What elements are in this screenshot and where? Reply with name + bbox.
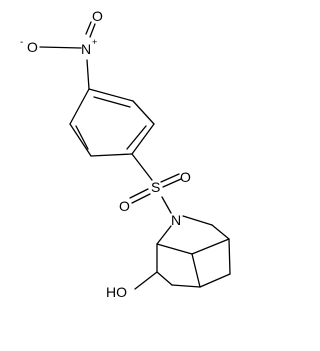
cage-bond-ch-right-down	[228, 238, 231, 275]
cage-bond-ch2-ch	[211, 224, 230, 240]
bond-group	[39, 21, 231, 290]
cage-bridge-2	[191, 238, 230, 255]
bond-c-oh	[134, 271, 158, 290]
ring-n-label: N	[171, 212, 181, 228]
atom-label-group: O N + - O S O O N HO	[20, 8, 191, 300]
bond-no-top	[89, 23, 96, 38]
ring-bond-1	[88, 88, 134, 102]
molecule-drawing: O N + - O S O O N HO	[20, 8, 231, 300]
ring-double-1	[93, 96, 131, 108]
bond-s-o-right	[160, 173, 180, 183]
cage-bond-choh-bottom	[156, 271, 173, 286]
hydroxyl-label: HO	[106, 284, 127, 300]
sulfur-label: S	[151, 179, 160, 195]
cage-bond-bottom-mid	[171, 284, 201, 288]
bond-no-left	[39, 46, 82, 49]
bond-no-top-double	[85, 21, 92, 35]
ring-bond-4	[90, 153, 133, 157]
ring-double-3	[75, 125, 89, 150]
ring-double-2	[126, 125, 147, 150]
nitro-n-label: N	[81, 41, 91, 57]
nitro-o-top-label: O	[92, 8, 103, 24]
ring-bond-5	[69, 123, 92, 157]
cage-bond-n-ch2	[182, 215, 213, 226]
sulfonyl-o-left-label: O	[119, 198, 130, 214]
cage-bond-n-ch	[156, 225, 172, 245]
structure-canvas: O N + - O S O O N HO	[20, 8, 231, 300]
cage-bridge-1	[156, 243, 193, 255]
nitro-o-left-label: O	[27, 39, 38, 55]
cage-bridge-3	[191, 253, 201, 288]
cage-bond-right-bottom	[199, 273, 231, 288]
bond-s-o-right-double	[162, 178, 182, 188]
ring-bond-2	[132, 100, 155, 125]
bond-ring-s	[131, 153, 153, 181]
bond-s-o-left	[131, 193, 151, 204]
sulfonyl-o-right-label: O	[180, 169, 191, 185]
bond-s-o-left-double	[129, 188, 149, 199]
nitro-n-charge: +	[92, 37, 97, 47]
ring-bond-6	[69, 88, 90, 125]
ring-bond-3	[131, 123, 155, 155]
bond-n-ring	[86, 59, 90, 90]
nitro-o-left-charge: -	[20, 37, 23, 48]
bond-s-n	[161, 196, 172, 214]
